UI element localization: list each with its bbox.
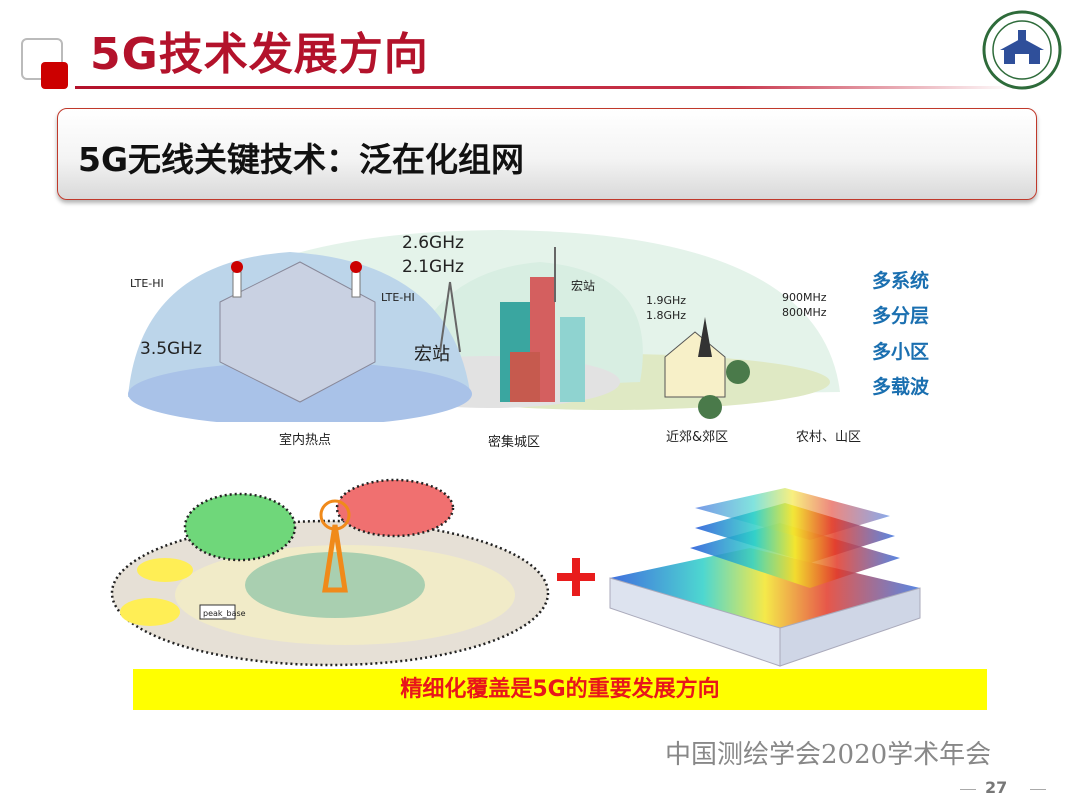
feature-item: 多小区 [872, 341, 930, 363]
feature-item: 多系统 [872, 270, 930, 292]
zone-label: 近郊&郊区 [666, 430, 729, 445]
feature-item: 多载波 [872, 376, 930, 398]
label-freq: 2.6GHz [402, 233, 464, 253]
label-freq: 3.5GHz [140, 339, 202, 359]
zone-label: 农村、山区 [796, 430, 862, 445]
network-coverage-illustration [128, 230, 840, 422]
page-dash [960, 789, 976, 790]
highlight-bar: 精细化覆盖是5G的重要发展方向 [133, 669, 987, 710]
subtitle-text: 5G无线关键技术：泛在化组网 [78, 140, 525, 179]
plus-icon-vertical [572, 558, 580, 596]
feature-item: 多分层 [872, 305, 930, 327]
city-coverage-illustration [110, 478, 550, 667]
title-divider [75, 86, 1015, 89]
conference-footer: 中国测绘学会2020学术年会 [665, 740, 992, 770]
page-number: 27 [985, 778, 1008, 797]
zone-label: 室内热点 [279, 433, 332, 448]
label-lte-hi: LTE-HI [130, 277, 164, 290]
corner-decoration-red [41, 62, 68, 89]
peak-base-label: peak_base [203, 609, 246, 618]
label-lte-hi: LTE-HI [381, 291, 415, 304]
label-freq: 800MHz [782, 306, 827, 319]
subtitle-banner: 5G无线关键技术：泛在化组网 [57, 108, 1037, 200]
label-macro-station: 宏站 [571, 279, 596, 293]
university-logo [982, 10, 1062, 90]
label-macro-station: 宏站 [414, 344, 450, 365]
label-freq: 900MHz [782, 291, 827, 304]
label-freq: 2.1GHz [402, 257, 464, 277]
label-freq: 1.9GHz [646, 294, 687, 307]
label-freq: 1.8GHz [646, 309, 687, 322]
page-title: 5G技术发展方向 [90, 29, 429, 80]
zone-label: 密集城区 [488, 435, 541, 450]
building-signal-heatmap [609, 488, 921, 667]
page-dash [1030, 789, 1046, 790]
